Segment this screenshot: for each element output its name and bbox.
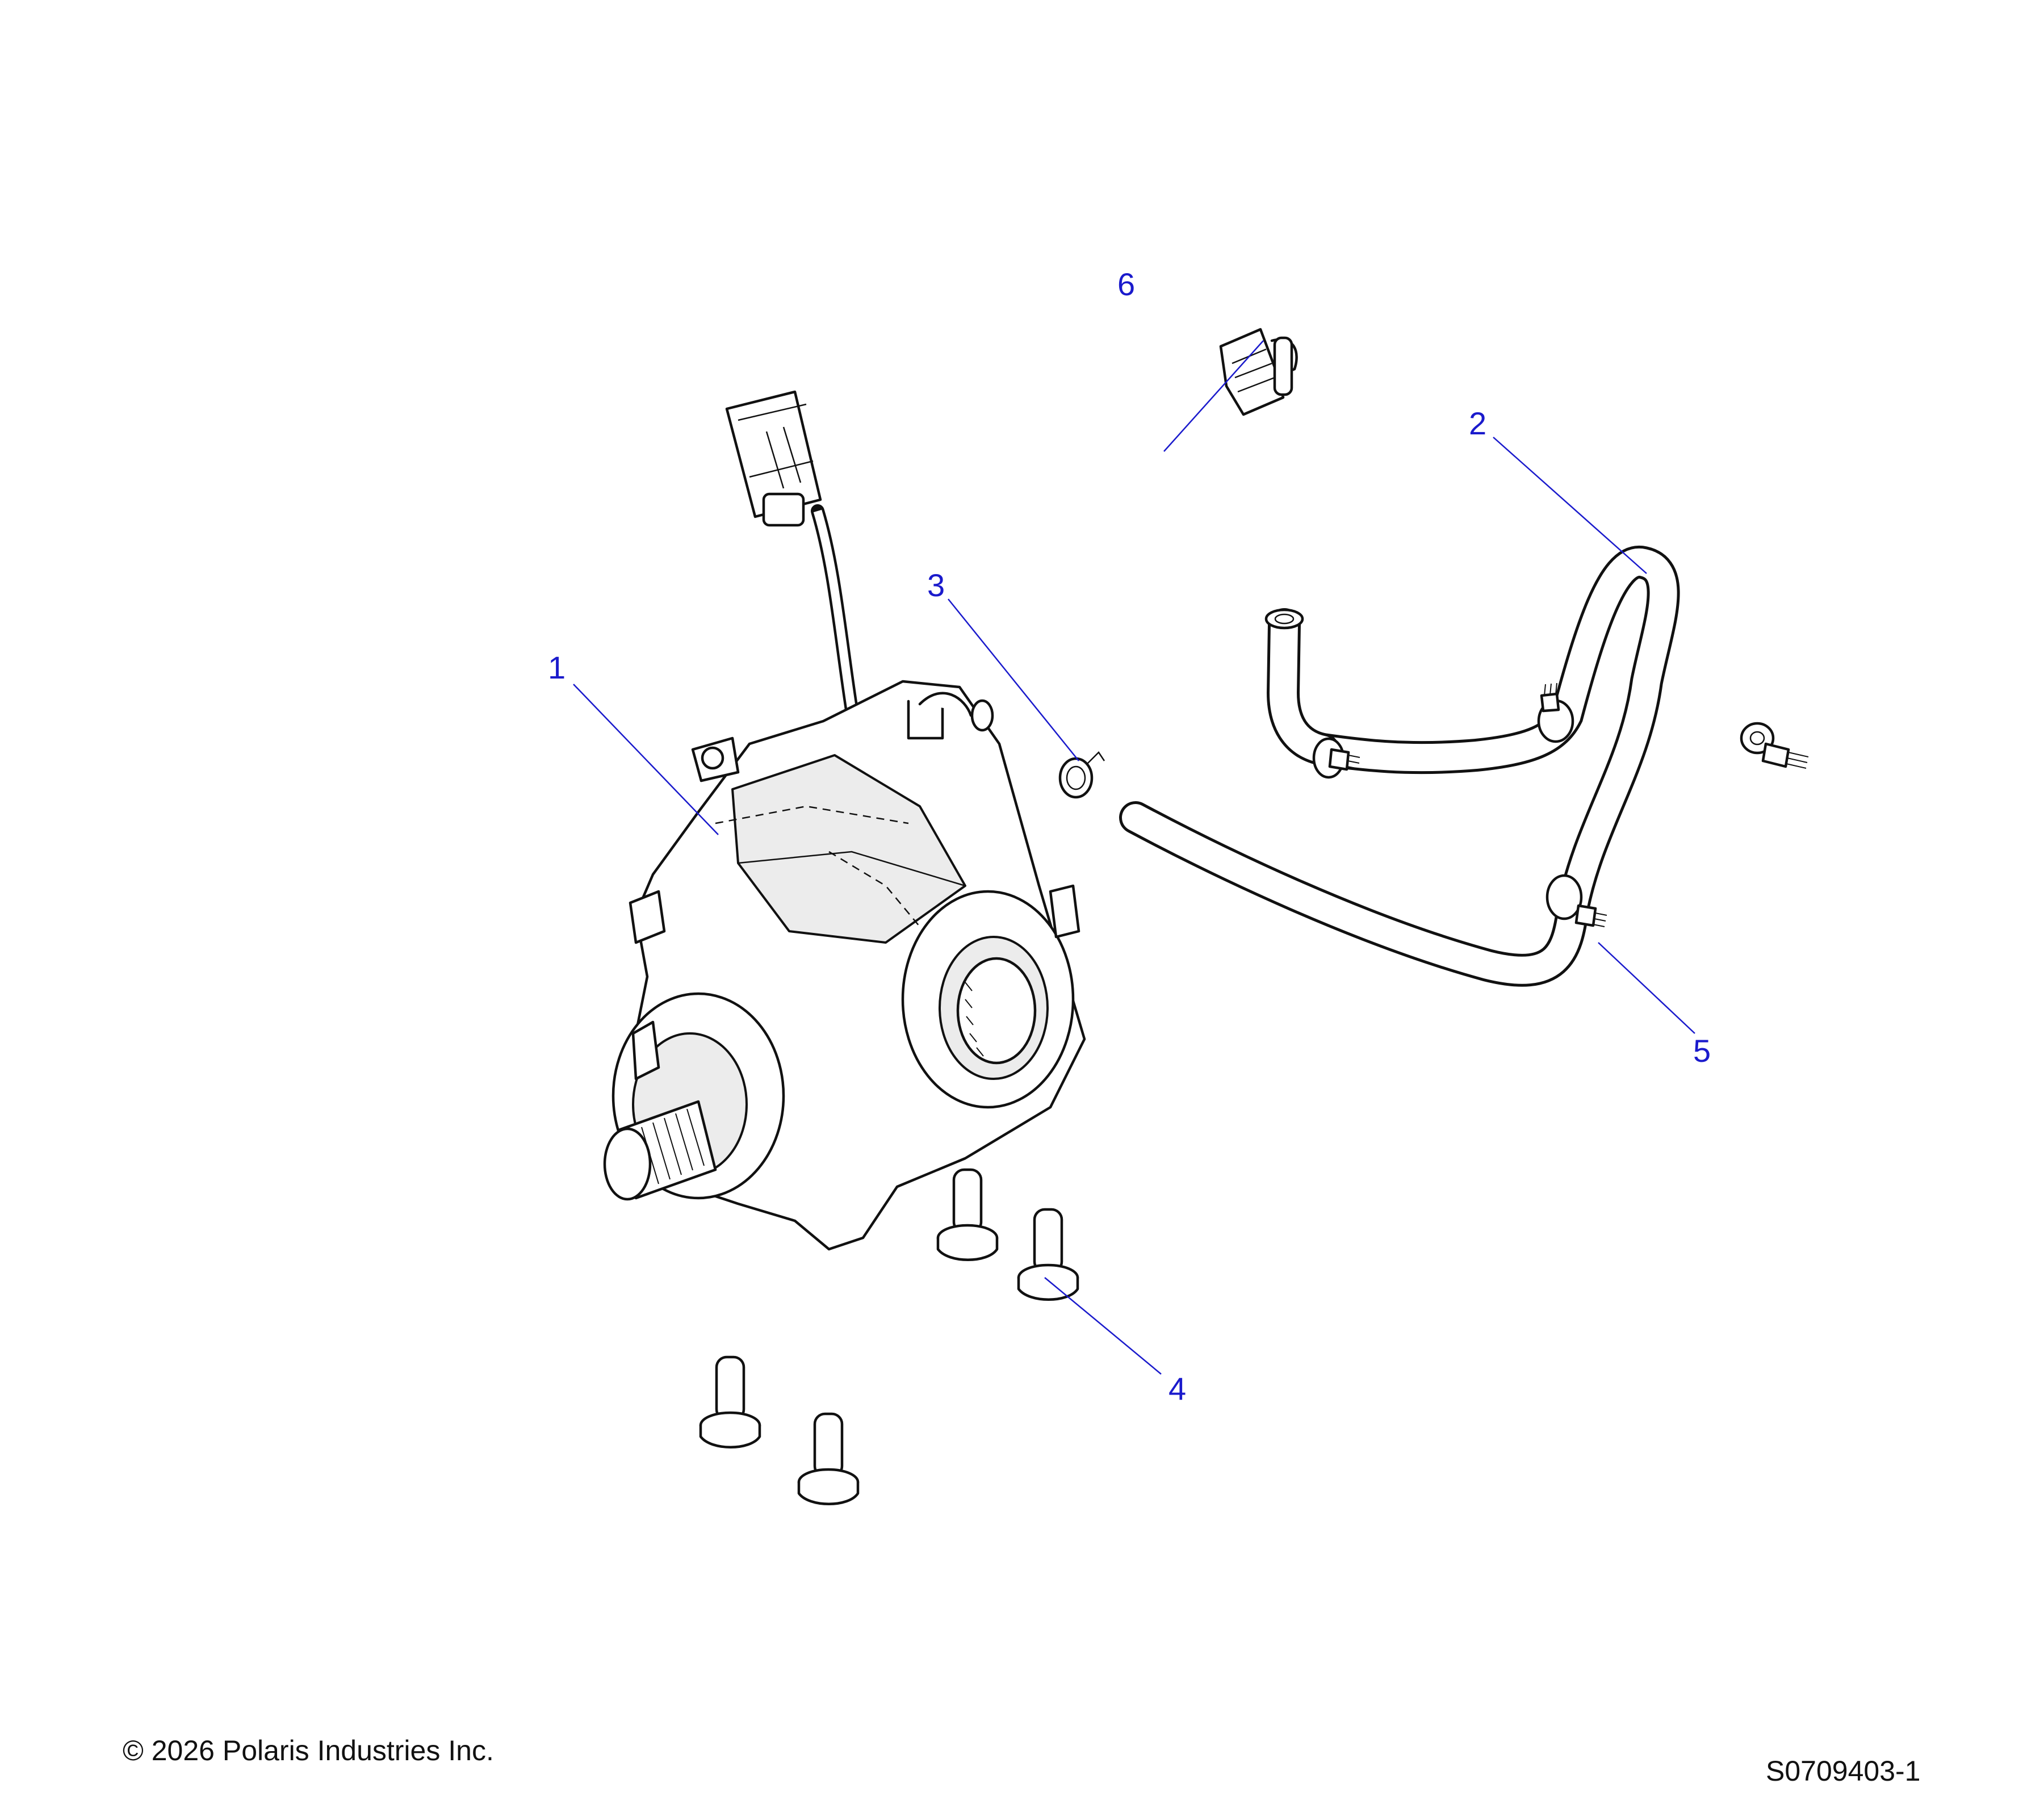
sensor-clip xyxy=(1219,328,1298,416)
front-output-shaft xyxy=(603,992,785,1201)
mounting-bolt xyxy=(797,1412,860,1505)
callout-3: 3 xyxy=(927,567,945,603)
hose-clip-lower xyxy=(1545,874,1607,927)
loose-clip xyxy=(1740,722,1809,769)
copyright-text: © 2026 Polaris Industries Inc. xyxy=(123,1735,494,1766)
right-output-flange xyxy=(901,890,1075,1109)
mounting-bolt xyxy=(936,1168,999,1261)
mounting-bolt xyxy=(1017,1208,1079,1301)
vent-hose xyxy=(1119,546,1680,987)
hose-clip-upper xyxy=(1312,737,1360,779)
callout-5: 5 xyxy=(1693,1033,1711,1069)
gearcase-assembly xyxy=(603,390,1086,1251)
mounting-bolt xyxy=(699,1355,761,1448)
callout-4: 4 xyxy=(1168,1371,1186,1406)
hose-clamp xyxy=(1058,751,1105,799)
drawing-number: S0709403-1 xyxy=(1766,1755,1921,1787)
callout-2: 2 xyxy=(1469,405,1486,441)
callout-6: 6 xyxy=(1117,266,1135,302)
callout-1: 1 xyxy=(548,650,566,685)
leader-lines xyxy=(573,340,1695,1375)
connector xyxy=(725,390,822,527)
hose-clip-middle xyxy=(1537,683,1574,743)
